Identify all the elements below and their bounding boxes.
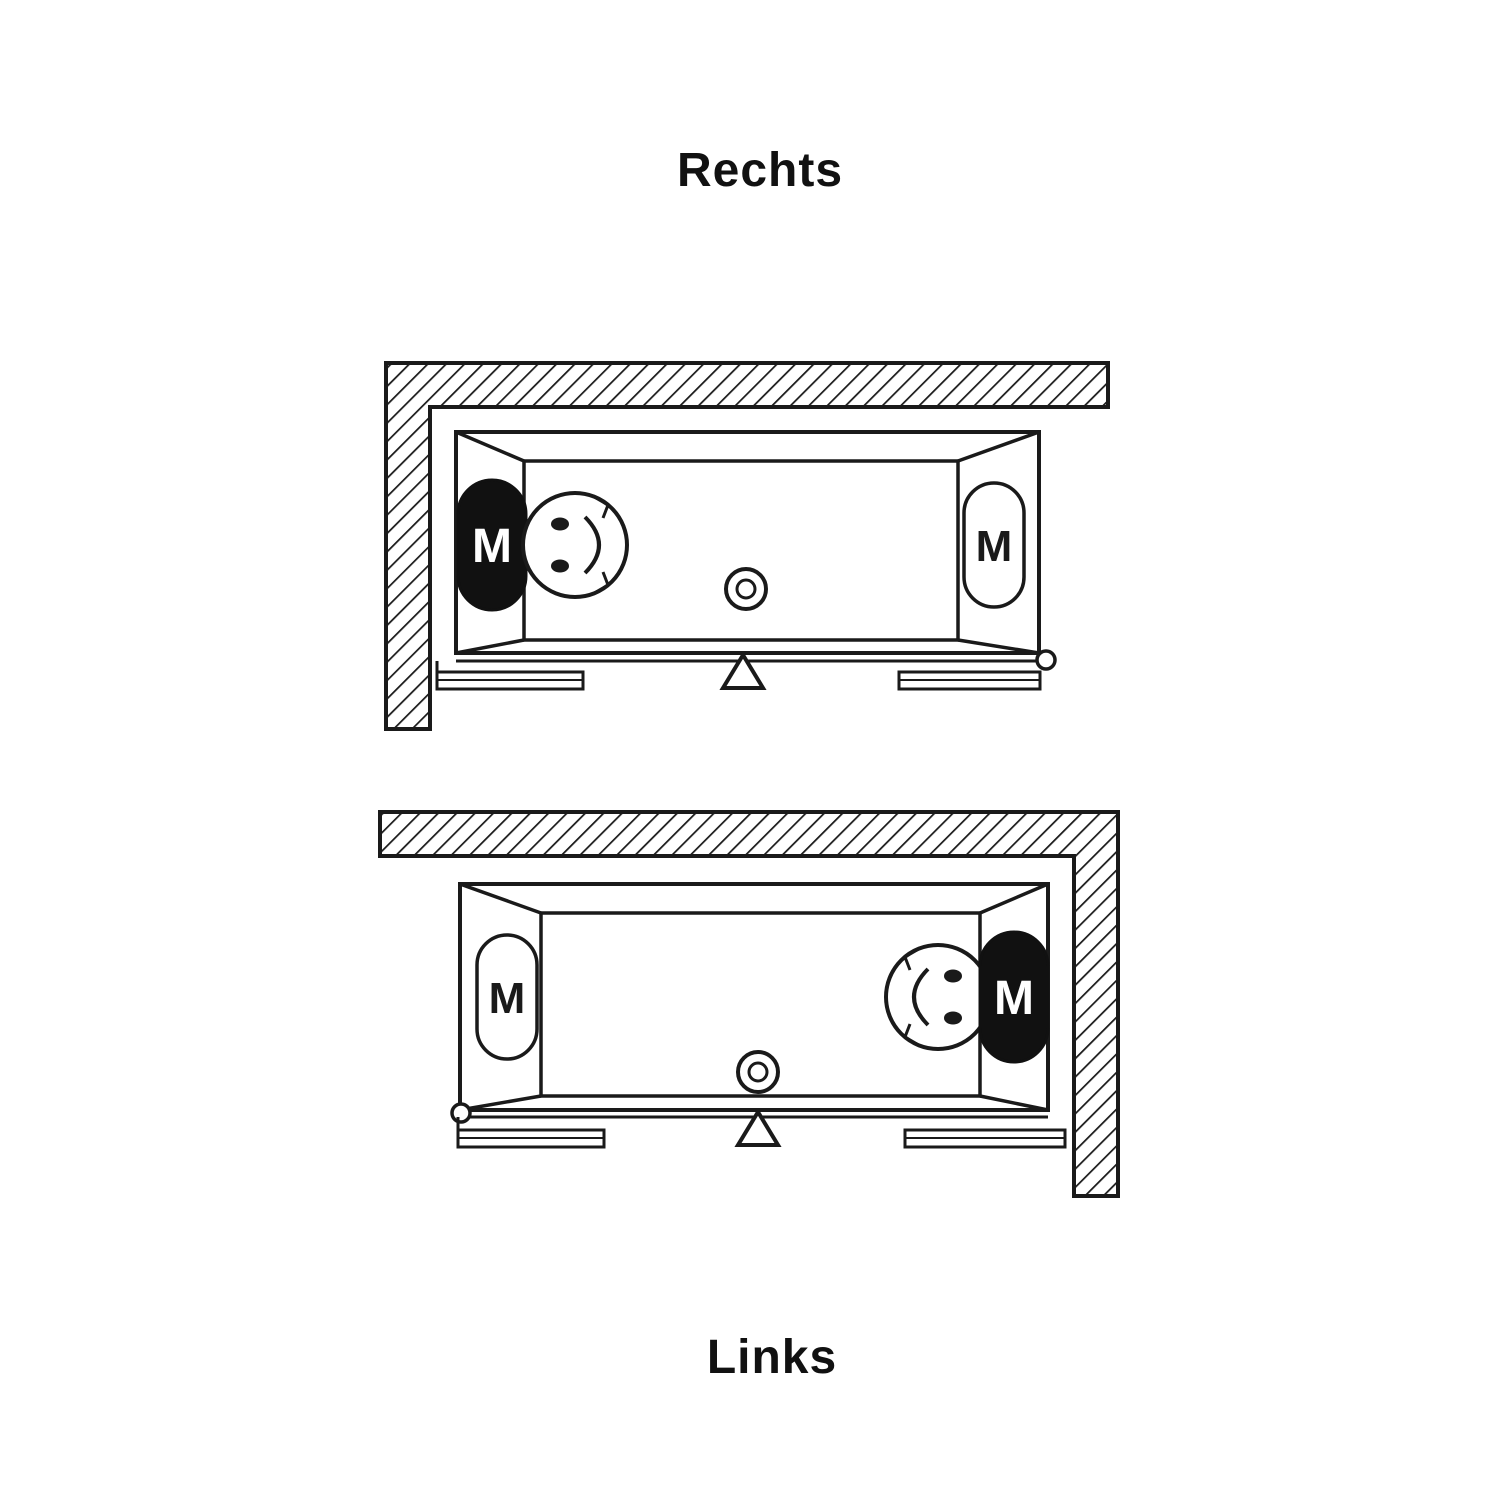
tub-corner-line: [957, 430, 1040, 463]
door-assembly-links: [450, 1102, 1067, 1149]
eye-icon: [551, 517, 569, 531]
eye-icon: [551, 559, 569, 573]
head-circle: [521, 491, 629, 599]
tub-corner-line: [957, 638, 1040, 655]
person-head-icon: [521, 491, 629, 599]
tub-corner-line: [979, 882, 1049, 915]
rotate-arrow-icon: [595, 496, 610, 519]
headrest-pad-icon: [978, 930, 1050, 1064]
rotate-arrow-icon: [595, 571, 610, 594]
rotate-arrow-icon: [903, 1023, 918, 1046]
person-head-icon: [884, 943, 992, 1051]
mixer-pad-icon: [475, 933, 539, 1061]
eye-icon: [944, 969, 962, 983]
eye-icon: [944, 1011, 962, 1025]
mixer-pad-left: M: [456, 478, 528, 612]
diagram-rechts-title: Rechts: [677, 144, 843, 197]
tub-corner-line: [455, 430, 525, 463]
drain-inner-circle: [747, 1061, 769, 1083]
drain-icon: [724, 567, 768, 611]
mixer-label-left: M: [489, 974, 526, 1023]
diagram-links-title: Links: [707, 1331, 837, 1384]
head-circle: [884, 943, 992, 1051]
mixer-pad-right: M: [962, 481, 1026, 609]
smile-icon: [583, 515, 601, 575]
drain-outer-circle: [724, 567, 768, 611]
drain-outer-circle: [736, 1050, 780, 1094]
wall-top-left-icon: [384, 361, 1110, 731]
drain-inner-circle: [735, 578, 757, 600]
mixer-label-right: M: [976, 522, 1013, 571]
rotate-arrow-icon: [903, 948, 918, 971]
mixer-pad-right: M: [978, 930, 1050, 1064]
pivot-triangle-icon: [734, 1108, 782, 1147]
tub-corner-line: [459, 1094, 542, 1112]
diagram-rechts: Rechts M: [384, 144, 1110, 731]
smile-icon: [912, 967, 930, 1027]
drain-icon: [736, 1050, 780, 1094]
pivot-triangle-icon: [719, 651, 767, 690]
tub-corner-line: [455, 638, 525, 655]
mixer-pad-left: M: [475, 933, 539, 1061]
mixer-label-left: M: [472, 520, 512, 573]
mixer-label-right: M: [994, 972, 1034, 1025]
tub-corner-line: [979, 1094, 1049, 1112]
wall-top-right-icon: [378, 810, 1120, 1198]
roller-icon: [450, 1102, 472, 1124]
diagram-links: M M: [378, 810, 1120, 1384]
tub-corner-line: [459, 882, 542, 915]
mixer-pad-icon: [962, 481, 1026, 609]
door-assembly-rechts: [435, 649, 1057, 691]
roller-icon: [1035, 649, 1057, 671]
